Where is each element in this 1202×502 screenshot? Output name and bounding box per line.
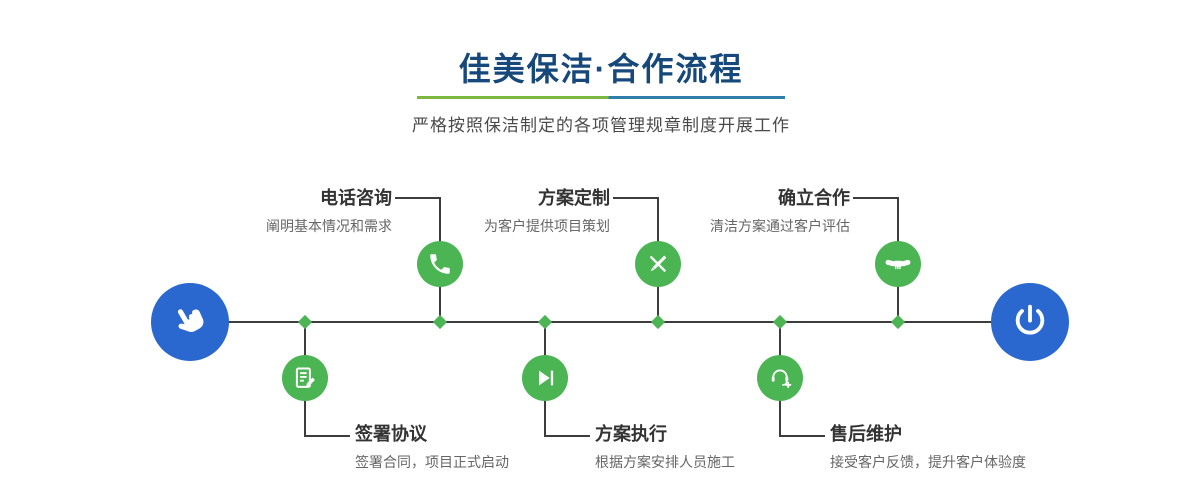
step-desc: 清洁方案通过客户评估 bbox=[710, 218, 850, 234]
step-desc: 根据方案安排人员施工 bbox=[595, 454, 735, 470]
step-icon-circle bbox=[417, 241, 463, 287]
step-desc: 阐明基本情况和需求 bbox=[266, 218, 392, 234]
step-plan-execute: 方案执行 根据方案安排人员施工 bbox=[595, 424, 855, 471]
step-title: 电话咨询 bbox=[320, 188, 392, 208]
connector-line bbox=[305, 435, 350, 437]
step-sign-agreement: 签署协议 签署合同，项目正式启动 bbox=[355, 424, 615, 471]
timeline-line bbox=[190, 321, 1030, 323]
connector-line bbox=[780, 435, 825, 437]
step-establish-cooperation: 确立合作 清洁方案通过客户评估 bbox=[590, 188, 850, 235]
end-node bbox=[991, 283, 1069, 361]
timeline-node-diamond bbox=[537, 314, 553, 330]
step-phone-consult: 电话咨询 阐明基本情况和需求 bbox=[132, 188, 392, 235]
headset-icon bbox=[771, 369, 792, 389]
pointing-hand-icon bbox=[177, 309, 204, 333]
connector-line bbox=[613, 197, 658, 199]
step-icon-circle bbox=[282, 355, 328, 401]
handshake-icon bbox=[885, 259, 911, 270]
connector-line bbox=[545, 435, 590, 437]
timeline-node-diamond bbox=[297, 314, 313, 330]
connector-line bbox=[853, 197, 898, 199]
step-plan-customize: 方案定制 为客户提供项目策划 bbox=[350, 188, 610, 235]
step-icon-circle bbox=[635, 241, 681, 287]
timeline-node-diamond bbox=[432, 314, 448, 330]
step-desc: 接受客户反馈，提升客户体验度 bbox=[830, 454, 1026, 470]
connector-line bbox=[395, 197, 440, 199]
page-title: 佳美保洁·合作流程 bbox=[458, 51, 744, 87]
step-icon-circle bbox=[522, 355, 568, 401]
step-title: 方案定制 bbox=[538, 188, 610, 208]
step-desc: 签署合同，项目正式启动 bbox=[355, 454, 509, 470]
step-title: 签署协议 bbox=[355, 424, 427, 444]
timeline-node-diamond bbox=[772, 314, 788, 330]
timeline-node-diamond bbox=[890, 314, 906, 330]
step-desc: 为客户提供项目策划 bbox=[484, 218, 610, 234]
step-icon-circle bbox=[875, 241, 921, 287]
title-divider bbox=[417, 96, 785, 99]
pencil-ruler-icon bbox=[649, 255, 667, 272]
step-icon-circle bbox=[757, 355, 803, 401]
start-node bbox=[151, 283, 229, 361]
step-aftersales-service: 售后维护 接受客户反馈，提升客户体验度 bbox=[830, 424, 1090, 471]
power-icon bbox=[1015, 304, 1045, 335]
play-icon bbox=[539, 370, 554, 386]
timeline-node-diamond bbox=[650, 314, 666, 330]
page-subtitle: 严格按照保洁制定的各项管理规章制度开展工作 bbox=[412, 116, 790, 135]
contract-icon bbox=[295, 367, 315, 388]
phone-icon bbox=[430, 254, 450, 274]
step-title: 确立合作 bbox=[778, 188, 850, 208]
step-title: 方案执行 bbox=[595, 424, 667, 444]
step-title: 售后维护 bbox=[830, 424, 902, 444]
